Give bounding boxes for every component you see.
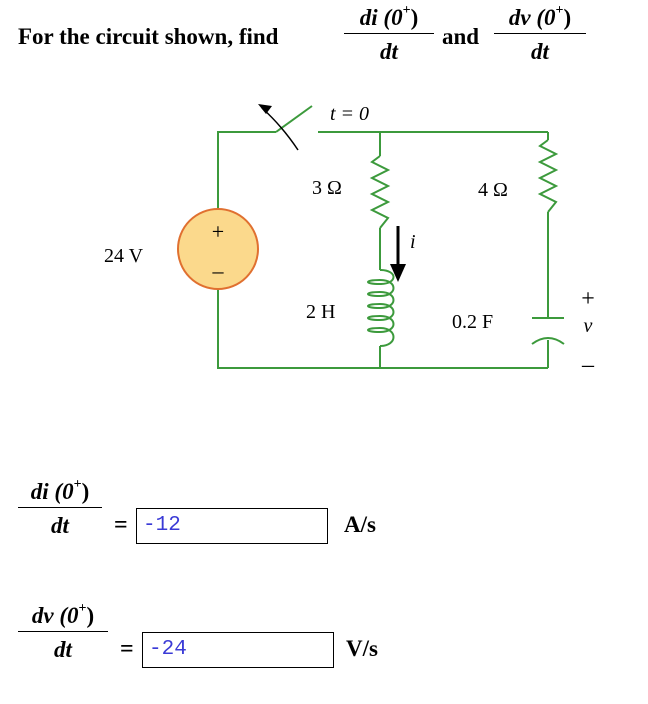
capacitor-plate-bottom	[531, 337, 565, 345]
current-arrow-head	[390, 264, 406, 282]
fraction-bar	[494, 33, 586, 34]
fraction-denominator: dt	[51, 513, 69, 538]
fraction-numerator: di (0+)	[359, 3, 419, 30]
switch-label: t = 0	[330, 103, 369, 125]
inductor-label: 2 H	[306, 301, 335, 323]
circuit-wires	[217, 131, 549, 369]
fraction-bar	[18, 631, 108, 632]
fraction-denominator: dt	[531, 39, 549, 64]
resistor-4-ohm	[537, 139, 559, 213]
fraction-denominator: dt	[380, 39, 398, 64]
header-fraction-di-dt: di (0+) dt	[344, 3, 434, 64]
answer2-input[interactable]: -24	[142, 632, 334, 668]
switch	[258, 104, 313, 151]
answer2-fraction: dv (0+) dt	[18, 601, 108, 662]
voltage-source	[177, 208, 259, 290]
answer1-unit: A/s	[344, 512, 376, 537]
voltage-plus-sign: +	[581, 286, 595, 312]
answer2-unit: V/s	[346, 636, 378, 661]
fraction-bar	[344, 33, 434, 34]
wire-left-top	[217, 131, 276, 212]
fraction-denominator: dt	[54, 637, 72, 662]
capacitor-label: 0.2 F	[452, 311, 493, 333]
answer1-input[interactable]: -12	[136, 508, 328, 544]
fraction-numerator: di (0+)	[30, 477, 90, 504]
resistor-3-ohm-label: 3 Ω	[312, 177, 342, 199]
answer1-fraction: di (0+) dt	[18, 477, 102, 538]
voltage-minus-sign: –	[581, 352, 595, 378]
question-conjunction: and	[442, 24, 480, 49]
source-label: 24 V	[104, 245, 144, 267]
switch-arrow-head	[258, 104, 272, 114]
fraction-numerator: dv (0+)	[508, 3, 572, 30]
current-label: i	[410, 231, 416, 253]
source-minus-sign: –	[212, 258, 225, 283]
voltage-label: v	[584, 315, 593, 337]
answer2-equals: =	[120, 636, 134, 662]
answer1-equals: =	[114, 512, 128, 538]
fraction-bar	[18, 507, 102, 508]
source-plus-sign: +	[212, 219, 224, 244]
wire-bottom	[217, 286, 548, 369]
fraction-numerator: dv (0+)	[31, 601, 95, 628]
resistor-3-ohm	[369, 155, 391, 229]
circuit-diagram: t = 0 + – 24 V 3 Ω i 2 H 4 Ω 0.2 F + v –	[104, 103, 595, 378]
capacitor-0-2-f	[531, 317, 565, 345]
inductor-2-h	[367, 269, 395, 347]
header-fraction-dv-dt: dv (0+) dt	[494, 3, 586, 64]
question-prefix: For the circuit shown, find	[18, 24, 279, 49]
resistor-4-ohm-label: 4 Ω	[478, 179, 508, 201]
